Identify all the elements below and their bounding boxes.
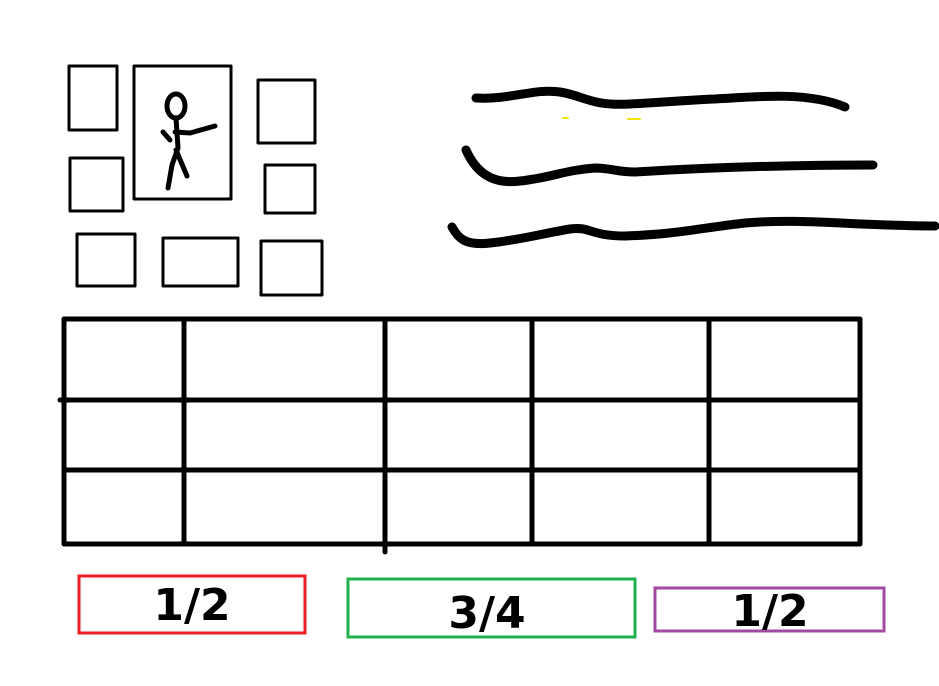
button-border [346, 577, 637, 639]
stick-figure-icon [160, 91, 218, 191]
profile-picture[interactable] [132, 64, 233, 201]
text-placeholder-block [447, 86, 939, 249]
thumbnail-5[interactable] [75, 232, 137, 288]
thumbnail-1[interactable] [67, 64, 119, 132]
thumbnail-7[interactable] [259, 239, 324, 297]
thumbnail-3[interactable] [68, 156, 125, 213]
text-line-2 [461, 145, 878, 187]
button-border [653, 586, 886, 633]
thumbnail-6[interactable] [161, 236, 240, 288]
fraction-button-3[interactable]: 1/2 [653, 586, 886, 637]
thumbnail-4[interactable] [263, 163, 317, 215]
text-line-3 [447, 216, 939, 249]
table-border [61, 316, 863, 547]
profile-frame [132, 64, 233, 201]
yellow-mark [562, 117, 641, 120]
button-label: 1/2 [731, 586, 808, 637]
button-label: 1/2 [153, 580, 230, 631]
thumbnail-gallery [67, 64, 324, 297]
fraction-button-2[interactable]: 3/4 [346, 577, 637, 639]
button-border [77, 574, 307, 635]
thumbnail-2[interactable] [256, 78, 317, 145]
fraction-button-1[interactable]: 1/2 [77, 574, 307, 635]
text-line-1 [471, 86, 850, 112]
button-row: 1/2 3/4 1/2 [77, 574, 886, 639]
button-label: 3/4 [448, 588, 525, 639]
data-table [57, 316, 863, 555]
